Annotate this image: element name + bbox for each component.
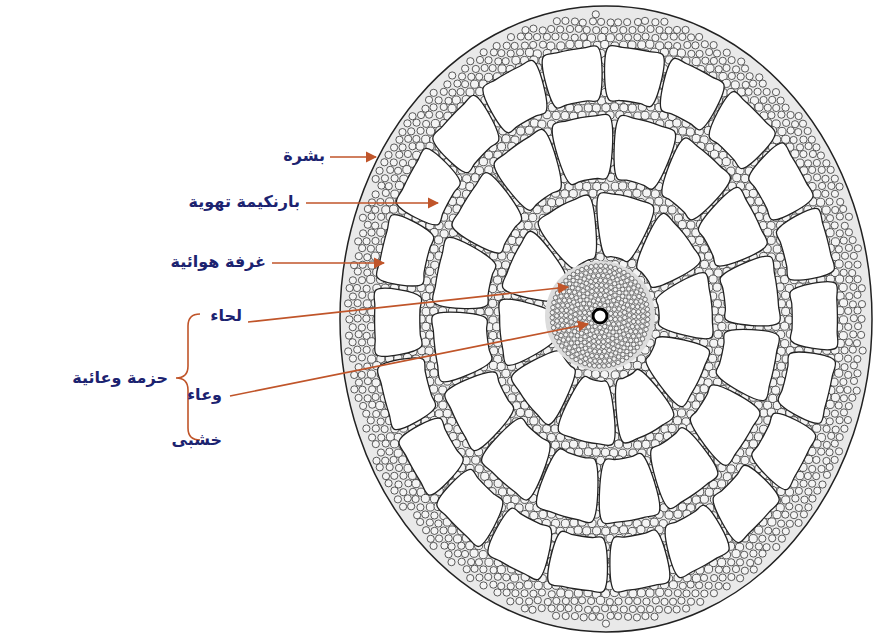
part-label: بشرة — [283, 146, 325, 165]
stem-outline — [340, 6, 872, 632]
leader-line — [330, 156, 376, 158]
leader-line — [230, 324, 588, 396]
part-label: وعاء خشبى — [170, 372, 222, 462]
leader-line — [272, 262, 384, 264]
bracket — [176, 314, 200, 440]
leader-line — [248, 287, 568, 322]
xylem-vessel — [593, 309, 607, 323]
vascular-bundle — [545, 261, 655, 371]
part-label: حزمة وعائية — [72, 368, 168, 387]
part-label: بارنكيمة تهوية — [189, 192, 300, 211]
leader-line — [306, 202, 438, 204]
cell-tissue — [344, 11, 866, 628]
part-label: غرفة هوائية — [171, 252, 266, 271]
air-chambers — [374, 45, 838, 592]
part-label: لحاء — [210, 306, 242, 325]
